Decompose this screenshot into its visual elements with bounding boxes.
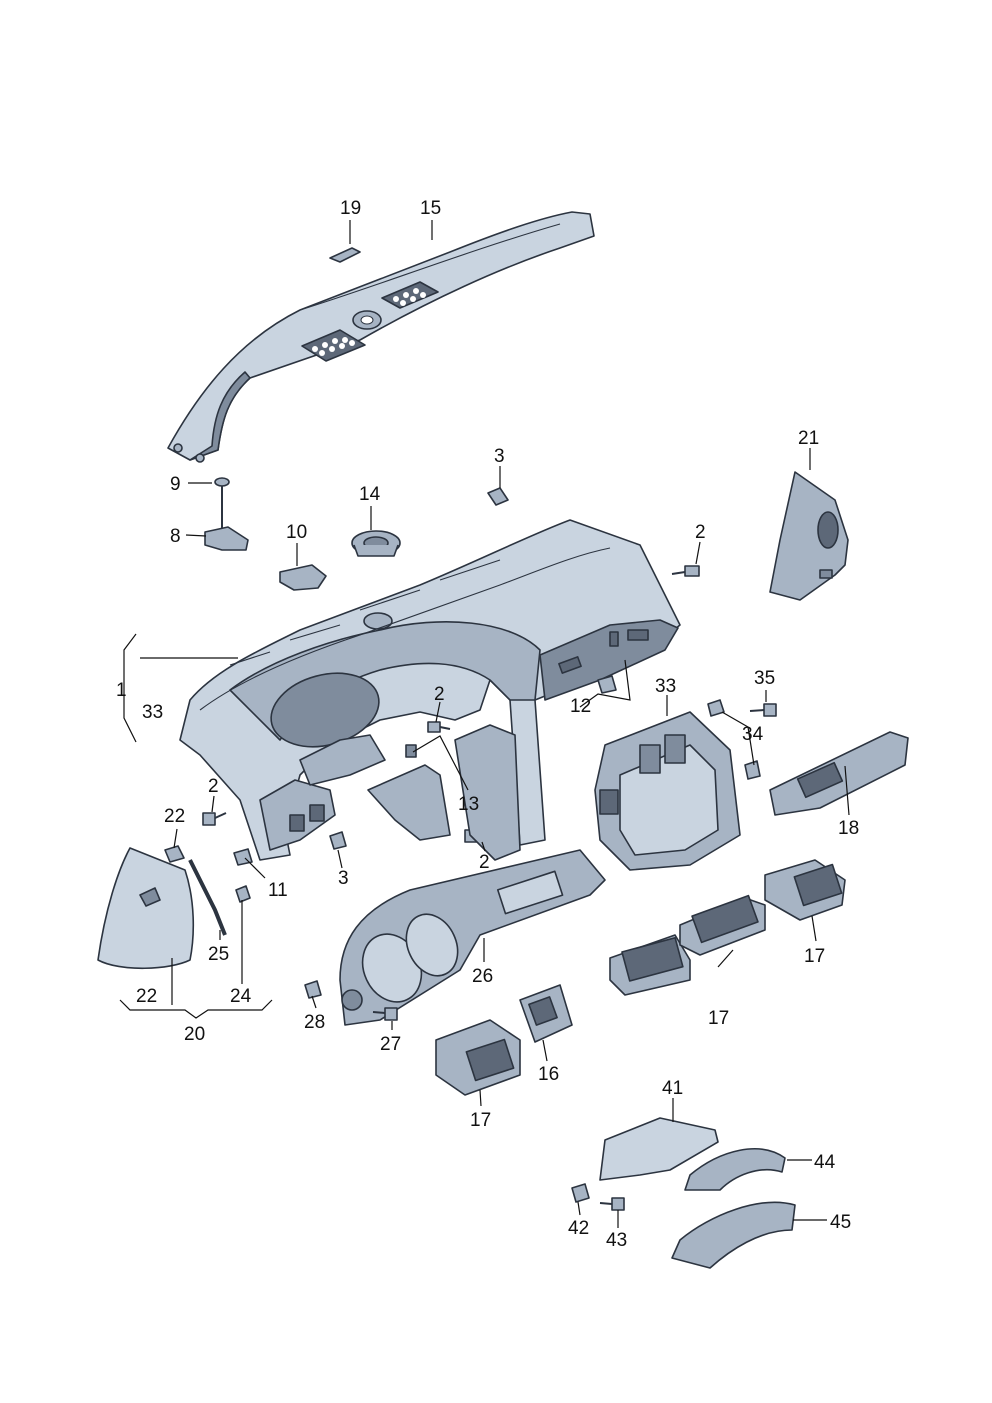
callout-17-right: 17 (804, 946, 825, 967)
leader-lines (119, 220, 850, 1228)
part-3-clip-lower (329, 831, 347, 850)
part-27-screw (372, 1007, 398, 1021)
speaker-grille-right (381, 281, 439, 309)
part-43-screw (599, 1197, 625, 1211)
part-22-end-cover (97, 847, 195, 970)
part-2-screw-c (202, 812, 227, 826)
part-25-rod (188, 859, 227, 936)
part-33-air-duct (594, 711, 741, 871)
callout-25: 25 (208, 944, 229, 965)
callout-41: 41 (662, 1078, 683, 1099)
part-41-knee-trim (599, 1117, 719, 1181)
callout-21: 21 (798, 428, 819, 449)
part-24-clip (235, 885, 251, 903)
callout-22-clip: 22 (164, 806, 185, 827)
callout-2-left: 2 (208, 776, 219, 797)
part-18-trim-strip (769, 731, 909, 816)
callout-34: 34 (742, 724, 764, 745)
callout-20: 20 (184, 1024, 205, 1045)
part-14-speaker (351, 530, 401, 557)
part-12-clip (597, 675, 617, 694)
callout-42: 42 (568, 1218, 589, 1239)
callout-33-left: 33 (142, 702, 163, 723)
part-2-screw-a (671, 565, 700, 577)
callout-10: 10 (286, 522, 307, 543)
part-3-clip-upper (487, 487, 509, 506)
callout-numbers: 19 15 9 8 3 14 10 2 21 1 33 2 12 33 35 3… (116, 198, 859, 1251)
part-28-clip (304, 980, 322, 999)
callout-2-lower: 2 (479, 852, 490, 873)
callout-26: 26 (472, 966, 493, 987)
callout-35: 35 (754, 668, 775, 689)
part-34-clip-upper (707, 699, 725, 717)
callout-18: 18 (838, 818, 859, 839)
callout-45: 45 (830, 1212, 851, 1233)
speaker-center (352, 310, 382, 330)
part-45-column-shroud-lower (671, 1201, 796, 1269)
callout-8: 8 (170, 526, 181, 547)
callout-14: 14 (359, 484, 381, 505)
part-21-side-trim (769, 471, 849, 601)
part-26-instrument-trim (339, 849, 606, 1026)
callout-2-center: 2 (434, 684, 445, 705)
part-8-bracket (204, 526, 249, 551)
part-16-switch-panel (519, 984, 573, 1043)
part-15-dash-top-cover (167, 211, 595, 463)
callout-19: 19 (340, 198, 361, 219)
callout-11: 11 (268, 880, 288, 901)
part-17-vent-right (764, 859, 846, 921)
callout-44: 44 (814, 1152, 836, 1173)
part-2-screw-b (427, 721, 451, 733)
part-19-clip (329, 247, 361, 263)
callout-43: 43 (606, 1230, 627, 1251)
part-1-dashboard (179, 519, 681, 861)
callout-1: 1 (116, 680, 127, 701)
callout-16: 16 (538, 1064, 559, 1085)
callout-12: 12 (570, 696, 591, 717)
part-42-clip (571, 1183, 590, 1203)
callout-28: 28 (304, 1012, 325, 1033)
callout-3-lower: 3 (338, 868, 349, 889)
part-13-center-panels (367, 724, 521, 861)
part-9-rivet (214, 477, 230, 530)
part-17-vent-center-1 (609, 934, 691, 996)
callout-3-upper: 3 (494, 446, 505, 467)
callout-17-center: 17 (708, 1008, 729, 1029)
speaker-grille-left (301, 329, 366, 362)
callout-17-left: 17 (470, 1110, 491, 1131)
callout-9: 9 (170, 474, 181, 495)
part-35-screw (749, 703, 777, 717)
part-22-clip (164, 845, 185, 863)
part-44-column-shroud-upper (684, 1148, 786, 1191)
part-17-vent-center-2 (679, 894, 766, 956)
part-10-bracket (279, 564, 327, 591)
callout-22-cover: 22 (136, 986, 157, 1007)
callout-33-right: 33 (655, 676, 676, 697)
callout-13: 13 (458, 794, 479, 815)
part-17-vent-left (435, 1019, 521, 1096)
callout-2-right: 2 (695, 522, 706, 543)
callout-27: 27 (380, 1034, 401, 1055)
callout-24: 24 (230, 986, 252, 1007)
part-34-clip-lower (744, 760, 761, 780)
callout-15: 15 (420, 198, 441, 219)
